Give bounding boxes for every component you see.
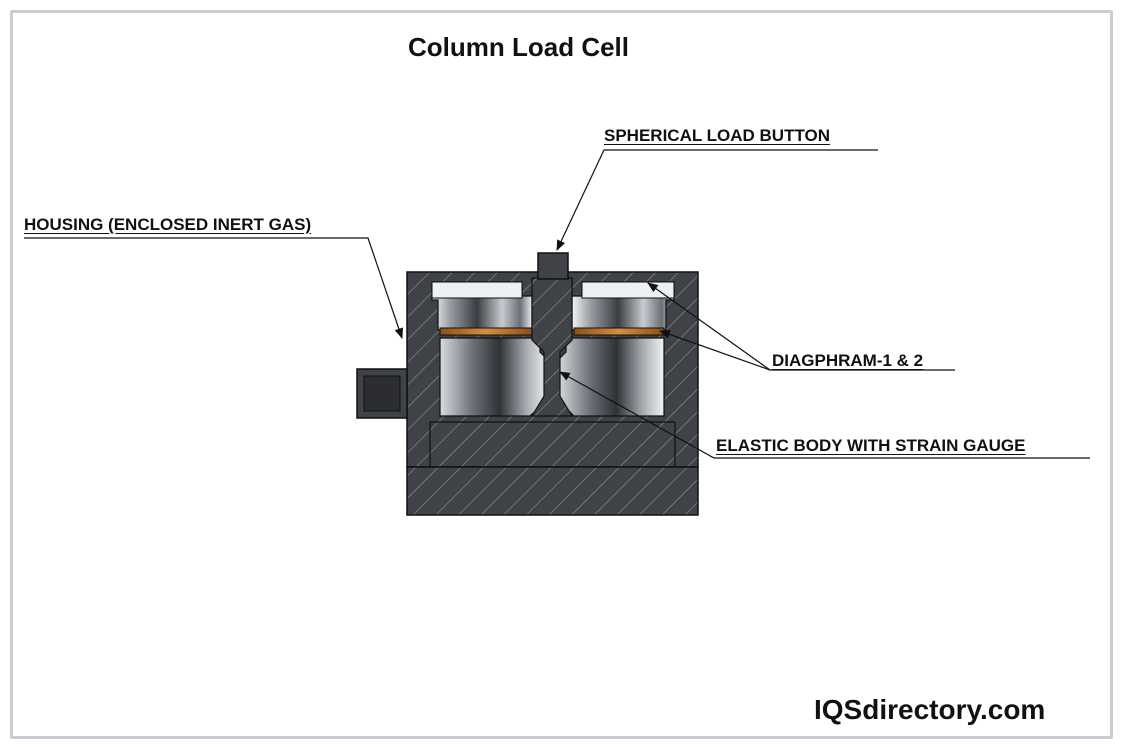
diagram-title: Column Load Cell [408,32,629,62]
label-elastic-body: ELASTIC BODY WITH STRAIN GAUGE [716,436,1026,455]
inner-cavities [431,281,675,417]
label-diaphragm: DIAGPHRAM-1 & 2 [772,351,924,370]
leader-lines [24,149,1090,459]
connector-box [356,368,408,419]
elastic-body-column [530,277,574,417]
label-housing: HOUSING (ENCLOSED INERT GAS) [24,215,312,234]
spherical-load-button [537,252,569,280]
label-spherical-load-button: SPHERICAL LOAD BUTTON [604,126,831,145]
brand-logo-text: IQSdirectory.com [814,694,1046,725]
